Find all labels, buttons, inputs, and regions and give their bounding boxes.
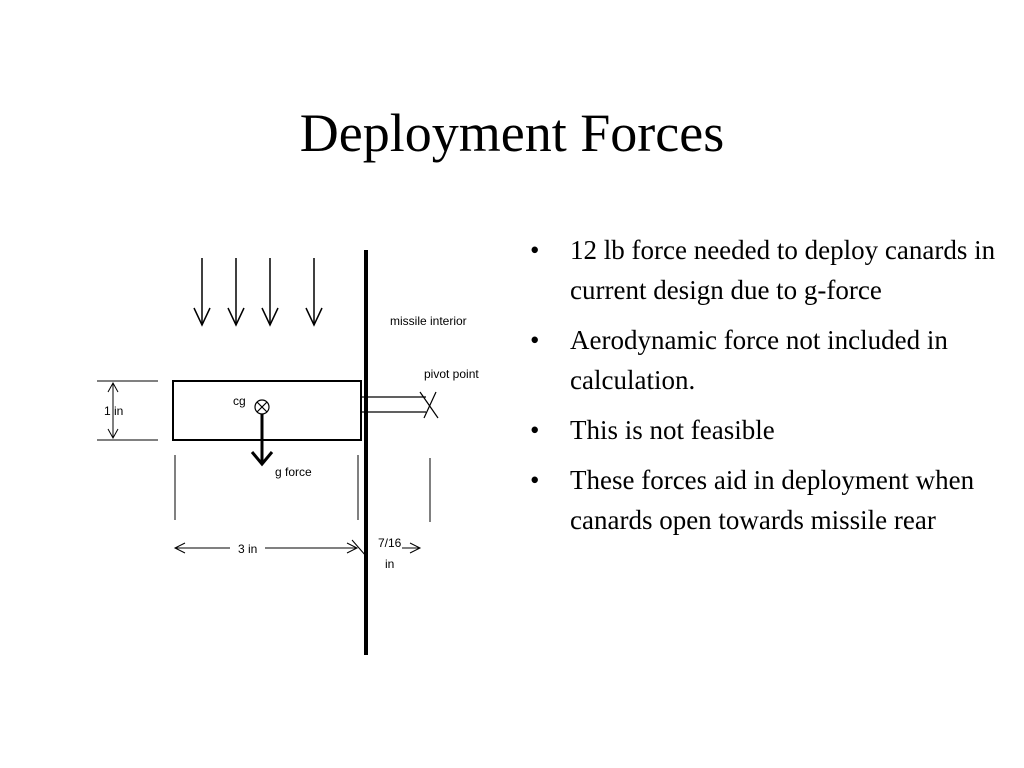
bullet-marker: • (530, 325, 540, 355)
aero-arrow-1-head (193, 307, 211, 327)
bullet-item: • 12 lb force needed to deploy canards i… (530, 230, 1000, 310)
bullet-marker: • (530, 235, 540, 265)
aero-arrow-2-head (227, 307, 245, 327)
cg-label: cg (233, 394, 246, 408)
aero-force-arrows (193, 258, 323, 327)
g-force-label: g force (275, 465, 312, 479)
pivot-point-label: pivot point (424, 367, 479, 381)
g-force-arrow (250, 414, 274, 467)
bullet-item: • This is not feasible (530, 410, 1000, 450)
slide-title: Deployment Forces (299, 103, 725, 163)
height-label: 1 in (104, 404, 123, 418)
missile-interior-label: missile interior (390, 314, 467, 328)
bullet-text: Aerodynamic force not included in calcul… (570, 325, 948, 395)
bullet-marker: • (530, 415, 540, 445)
bullet-text: These forces aid in deployment when cana… (570, 465, 975, 535)
aero-arrow-3-head (261, 307, 279, 327)
bullet-text: 12 lb force needed to deploy canards in … (570, 235, 996, 305)
cg-icon (254, 399, 270, 415)
aero-arrow-4-head (305, 307, 323, 327)
height-dimension (97, 380, 158, 441)
extension-lines (174, 455, 431, 522)
length-label: 3 in (238, 542, 257, 556)
bullet-list: • 12 lb force needed to deploy canards i… (530, 230, 1000, 550)
offset-dimension (351, 539, 422, 557)
bullet-item: • These forces aid in deployment when ca… (530, 460, 1000, 540)
pivot-arm (361, 391, 439, 419)
deployment-force-diagram: missile interior pivot point cg g force (97, 250, 479, 655)
length-dimension (173, 542, 359, 554)
bullet-item: • Aerodynamic force not included in calc… (530, 320, 1000, 400)
bullet-text: This is not feasible (570, 415, 775, 445)
bullet-marker: • (530, 465, 540, 495)
offset-label-bottom: in (385, 557, 394, 571)
offset-label-top: 7/16 (378, 536, 402, 550)
canard-body (172, 380, 362, 441)
